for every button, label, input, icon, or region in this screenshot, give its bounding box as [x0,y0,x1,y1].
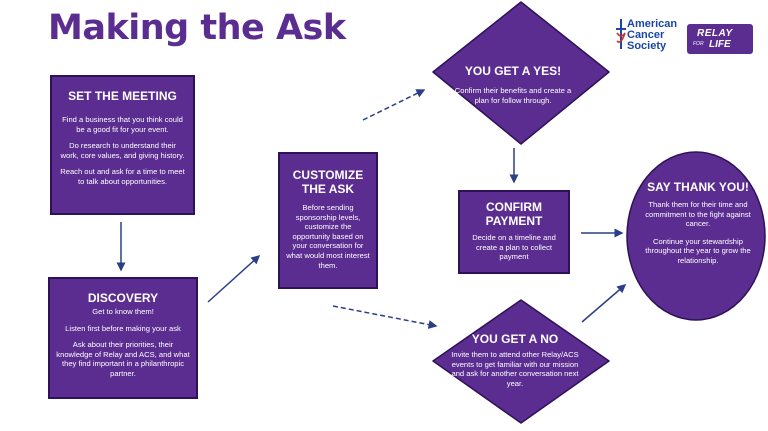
thank-you-oval [626,151,766,321]
yes-diamond [432,1,610,145]
discovery-text-2: Listen first before making your ask [65,323,181,333]
set-the-meeting-text-3: Reach out and ask for a time to meet to … [60,167,185,186]
set-the-meeting-text-2: Do research to understand their work, co… [60,141,185,160]
yes-heading: YOU GET A YES! [464,64,562,78]
acs-logo: American Cancer Society [627,18,678,52]
discovery-text-3: Ask about their priorities, their knowle… [56,340,190,378]
thank-text-1: Thank them for their time and commitment… [645,200,751,229]
arrow-no-to-thank [581,284,627,323]
customize-heading: CUSTOMIZE THE ASK [292,168,364,196]
relay-for-life-logo: RELAY FOR LIFE [687,24,753,54]
customize-text: Before sending sponsorship levels, custo… [286,203,370,270]
confirm-heading: CONFIRM PAYMENT [485,200,543,228]
confirm-payment-box: CONFIRM PAYMENT Decide on a timeline and… [458,190,570,274]
no-heading: YOU GET A NO [471,332,559,346]
thank-text-2: Continue your stewardship throughout the… [645,236,751,265]
you-get-a-no-text: YOU GET A NO Invite them to attend other… [447,332,583,388]
customize-the-ask-box: CUSTOMIZE THE ASK Before sending sponsor… [278,152,378,289]
no-diamond [432,299,610,424]
say-thank-you-text: SAY THANK YOU! Thank them for their time… [636,180,760,274]
acs-sword-icon [616,19,626,49]
no-text: Invite them to attend other Relay/ACS ev… [451,350,579,388]
set-the-meeting-text-1: Find a business that you think could be … [62,115,183,134]
confirm-text: Decide on a timeline and create a plan t… [472,233,556,262]
page-title: Making the Ask [48,8,346,48]
set-the-meeting-heading: SET THE MEETING [68,89,177,103]
discovery-heading: DISCOVERY [87,291,159,305]
you-get-a-yes-text: YOU GET A YES! Confirm their benefits an… [448,64,578,105]
discovery-box: DISCOVERY Get to know them! Listen first… [48,277,198,399]
arrow-customize-to-yes [362,89,426,121]
arrow-customize-to-no [332,305,438,329]
thank-heading: SAY THANK YOU! [647,180,749,194]
discovery-text-1: Get to know them! [92,307,154,316]
yes-text: Confirm their benefits and create a plan… [454,86,572,105]
arrow-discovery-to-customize [207,254,261,303]
set-the-meeting-box: SET THE MEETING Find a business that you… [50,75,195,215]
